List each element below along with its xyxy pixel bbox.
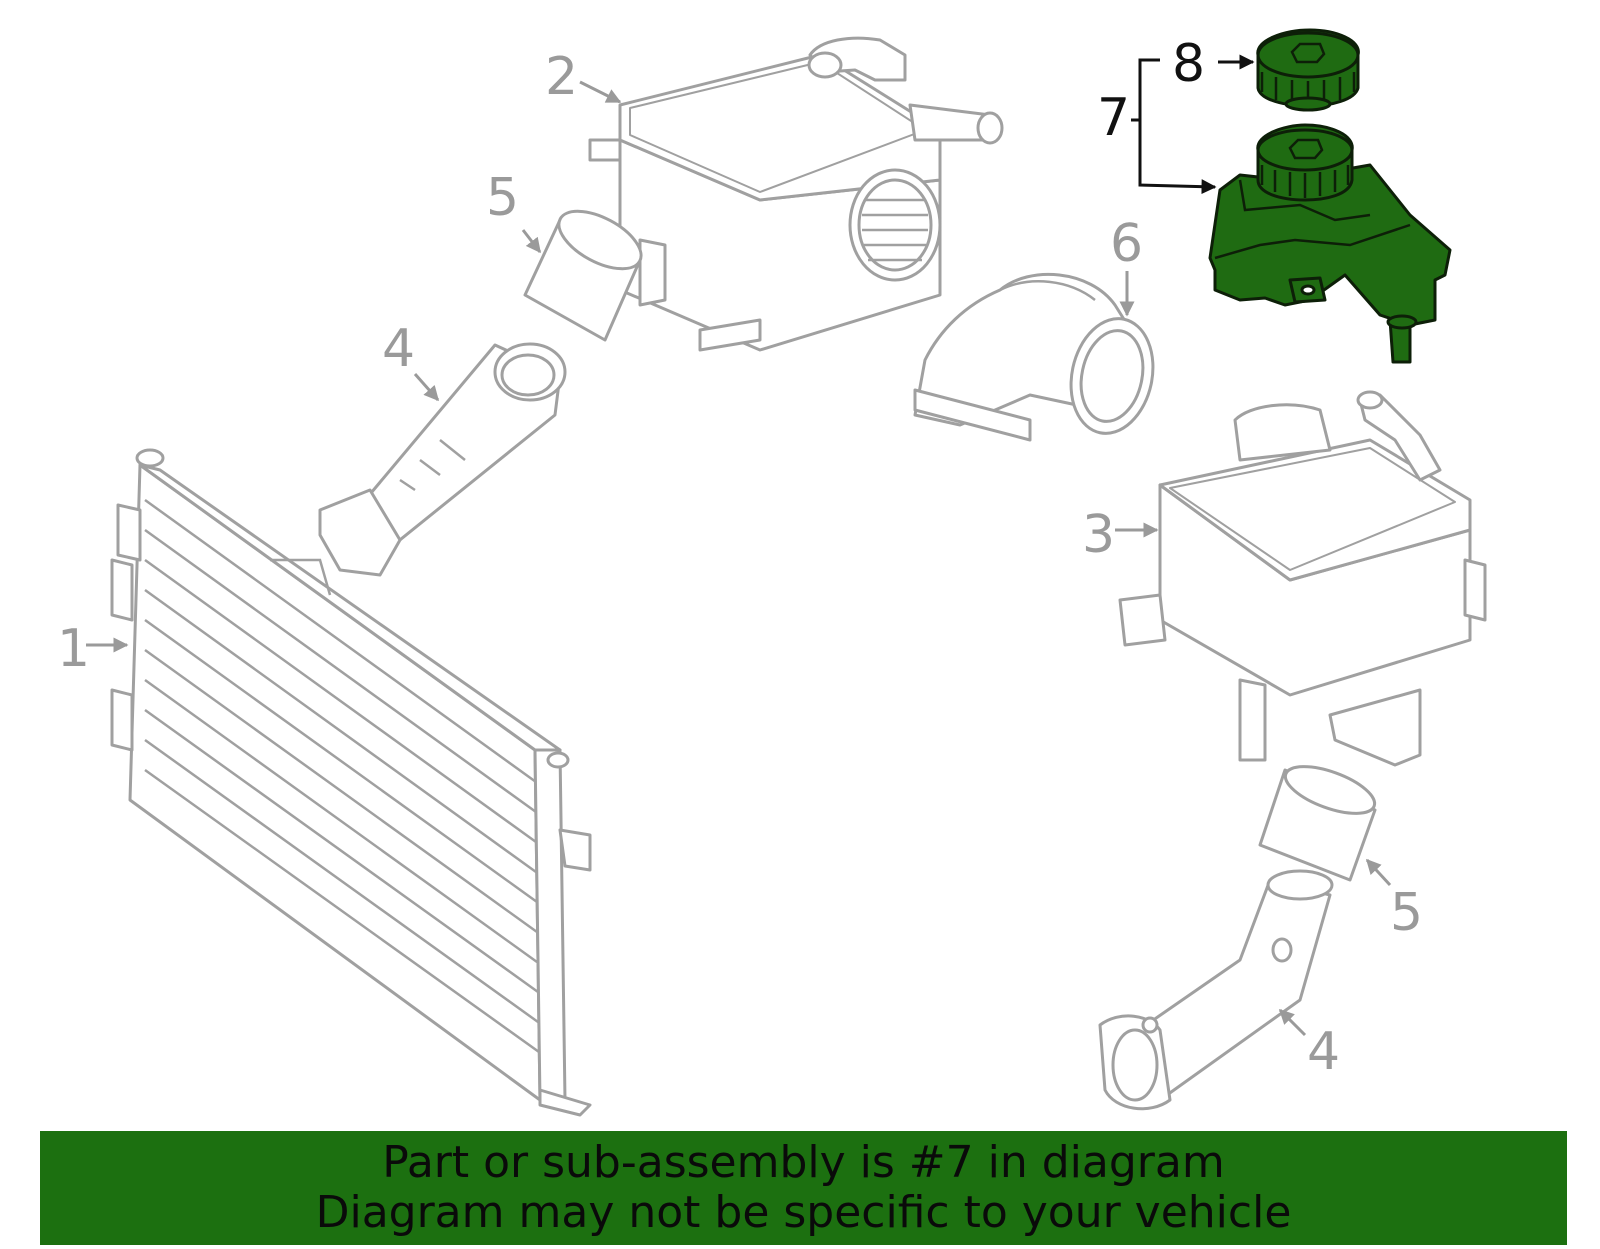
radiator-fins [144, 498, 540, 1054]
callout-2: 2 [545, 47, 578, 107]
callout-5-lower: 5 [1390, 883, 1423, 943]
leader-lines [86, 54, 1392, 1037]
part-1-radiator[interactable] [110, 448, 592, 1117]
callout-3: 3 [1082, 505, 1115, 565]
part-5-coupler-upper[interactable] [523, 199, 650, 342]
callout-4-lower: 4 [1307, 1022, 1340, 1082]
callout-4-upper: 4 [382, 319, 415, 379]
part-8-reservoir-cap[interactable] [1256, 28, 1360, 112]
part-4-charge-pipe-lower[interactable] [1098, 869, 1334, 1111]
info-banner: Part or sub-assembly is #7 in diagram Di… [40, 1131, 1567, 1245]
part-3-intercooler-lower[interactable] [1118, 390, 1487, 767]
part-5-coupler-lower[interactable] [1258, 757, 1380, 882]
part-7-coolant-reservoir[interactable] [1208, 123, 1452, 364]
callout-7: 7 [1097, 88, 1130, 148]
callout-1: 1 [57, 619, 90, 679]
banner-line-1: Part or sub-assembly is #7 in diagram [382, 1137, 1225, 1188]
banner-line-2: Diagram may not be specific to your vehi… [315, 1187, 1292, 1238]
part-4-charge-pipe-upper[interactable] [318, 342, 567, 577]
callout-8: 8 [1172, 34, 1205, 94]
part-6-elbow-hose[interactable] [913, 272, 1163, 442]
callout-6: 6 [1110, 214, 1143, 274]
part-2-intercooler-upper[interactable] [588, 36, 1004, 352]
callout-5-upper: 5 [486, 168, 519, 228]
